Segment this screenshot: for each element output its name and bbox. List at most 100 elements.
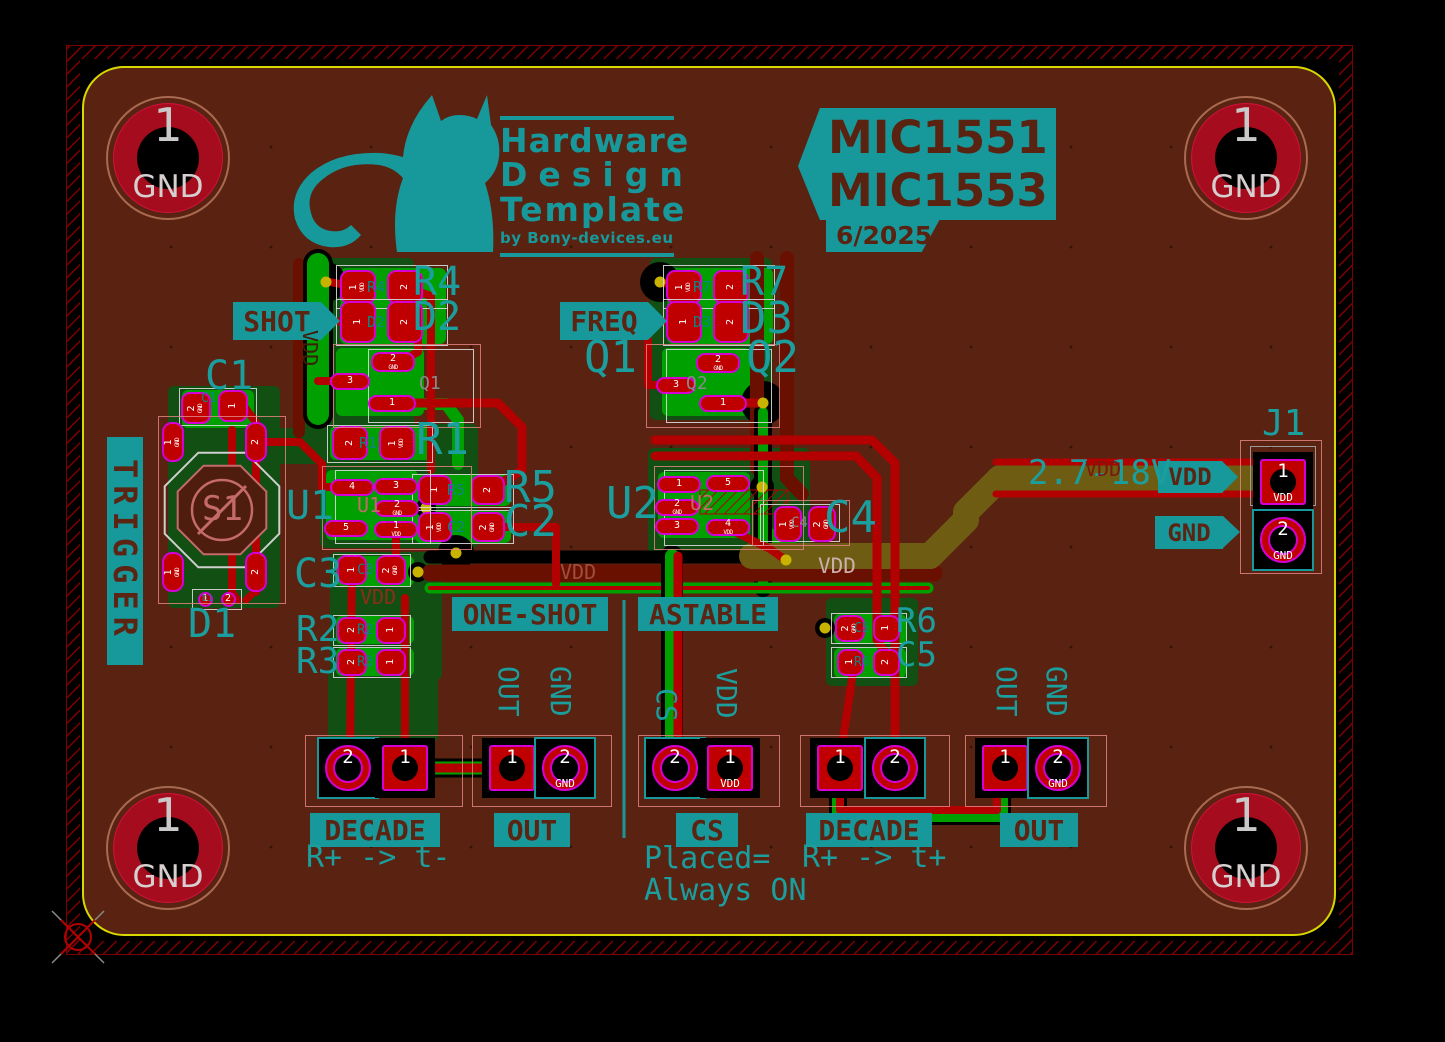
text-label-c3[interactable]: C3 <box>294 551 343 597</box>
copper-trace[interactable] <box>650 435 900 753</box>
net-flag-trigger[interactable]: TRIGGER <box>106 437 144 665</box>
pad-D2-2[interactable]: 2 <box>387 301 423 343</box>
text-label-out[interactable]: OUT <box>990 666 1023 717</box>
copper-trace[interactable] <box>484 523 560 588</box>
silk-ref-U1[interactable]: U1 <box>357 493 382 517</box>
silk-ref-R7[interactable]: R7 <box>693 277 712 296</box>
silk-ref-R2[interactable]: R2 <box>357 622 374 638</box>
decade-right-header-pad-2[interactable]: 2 <box>872 745 918 791</box>
out-right-header-pad-1[interactable]: 1 <box>982 745 1028 791</box>
cs-header-pad-2[interactable]: 2 <box>652 745 698 791</box>
text-label-vdd[interactable]: VDD <box>560 560 597 584</box>
text-label-u2[interactable]: U2 <box>606 478 659 529</box>
text-label-d3[interactable]: D3 <box>740 293 793 344</box>
pad-R2-1[interactable]: 1 <box>376 616 406 644</box>
pad-R6-1[interactable]: 1 <box>836 648 864 676</box>
net-flag-out[interactable]: OUT <box>1000 813 1078 847</box>
pad-D3-1[interactable]: 1 <box>666 301 702 343</box>
text-label-r+-t+[interactable]: R+ -> t+ <box>802 840 947 875</box>
silk-ref-C3[interactable]: C3 <box>357 562 374 578</box>
pad-R6-2[interactable]: 2 <box>872 648 900 676</box>
net-flag-vdd[interactable]: VDD <box>1158 461 1238 493</box>
pad-R7-2[interactable]: 2 <box>713 270 749 304</box>
text-label-q1[interactable]: Q1 <box>584 332 637 383</box>
text-label-j1[interactable]: J1 <box>1262 403 1306 444</box>
text-label-s1[interactable]: S1 <box>202 489 243 529</box>
copper-trace[interactable] <box>838 668 857 750</box>
pad-C3-1[interactable]: 1 <box>337 555 367 585</box>
net-flag-astable[interactable]: ASTABLE <box>638 597 778 631</box>
silk-ref-C4[interactable]: C4 <box>791 515 808 531</box>
decade-left-header-pad-2[interactable]: 2 <box>325 745 371 791</box>
title-block[interactable]: Hardware Design Template by Bony-devices… <box>500 116 694 257</box>
pad-U1-3[interactable]: 3 <box>374 477 418 495</box>
text-label-out[interactable]: OUT <box>492 666 525 717</box>
pad-D1-1[interactable]: 1 <box>197 591 213 607</box>
pad-R1-2[interactable]: 2 <box>332 426 368 460</box>
text-label-r6[interactable]: R6 <box>896 601 937 641</box>
text-label-always-on[interactable]: Always ON <box>644 873 807 908</box>
silk-ref-R6[interactable]: R6 <box>854 654 870 670</box>
pad-D3-2[interactable]: 2 <box>713 301 749 343</box>
text-label-vdd[interactable]: VDD <box>298 330 322 367</box>
silk-ref-C1[interactable]: C1 <box>201 390 217 406</box>
text-label-r1[interactable]: R1 <box>416 414 469 465</box>
copper-trace[interactable] <box>780 251 809 501</box>
text-label-r+-t-[interactable]: R+ -> t- <box>306 840 451 875</box>
silk-ref-C5[interactable]: C5 <box>854 620 870 636</box>
silk-ref-C2[interactable]: C2 <box>447 517 466 536</box>
pad-Q2-1[interactable]: 1 <box>699 394 747 412</box>
silk-ref-D1[interactable]: D1 <box>202 593 213 604</box>
pad-Q1-1[interactable]: 1 <box>368 394 416 412</box>
via-pad[interactable] <box>320 276 332 288</box>
pad-R5-1[interactable]: 1 <box>418 475 452 505</box>
net-flag-out[interactable]: OUT <box>494 813 570 847</box>
silk-ref-D3[interactable]: D3 <box>693 312 712 331</box>
silk-ref-R3[interactable]: R3 <box>357 654 374 670</box>
banner-date-tab[interactable]: 6/2025 <box>826 219 940 252</box>
pad-U1-5[interactable]: 5 <box>324 519 368 537</box>
pad-R5-2[interactable]: 2 <box>471 475 505 505</box>
net-flag-shot[interactable]: SHOT <box>233 302 340 340</box>
silk-ref-U2[interactable]: U2 <box>690 491 715 515</box>
s1-button-outline[interactable] <box>163 451 281 569</box>
via-pad[interactable] <box>819 622 831 634</box>
pad-C5-1[interactable]: 1 <box>872 614 900 642</box>
via-pad[interactable] <box>450 547 462 559</box>
pad-R2-2[interactable]: 2 <box>337 616 367 644</box>
net-flag-freq[interactable]: FREQ <box>560 302 667 340</box>
copper-trace[interactable] <box>650 451 893 661</box>
silk-ref-D2[interactable]: D2 <box>367 312 386 331</box>
silk-ref-R5[interactable]: R5 <box>447 480 466 499</box>
pad-S1-2[interactable]: 2 <box>245 422 267 462</box>
text-label-cs[interactable]: CS <box>650 688 683 722</box>
net-flag-cs[interactable]: CS <box>676 813 738 847</box>
via-pad[interactable] <box>654 276 666 288</box>
pad-U2-1[interactable]: 1 <box>657 475 701 493</box>
s1-button-cap[interactable] <box>190 478 254 542</box>
silk-ref-Q2[interactable]: Q2 <box>686 373 708 394</box>
text-label-r3[interactable]: R3 <box>296 641 340 682</box>
out-left-header-pad-1[interactable]: 1 <box>489 745 535 791</box>
silk-ref-R1[interactable]: R1 <box>359 433 378 452</box>
text-label-vdd[interactable]: VDD <box>710 668 743 719</box>
text-label-c5[interactable]: C5 <box>896 635 937 675</box>
